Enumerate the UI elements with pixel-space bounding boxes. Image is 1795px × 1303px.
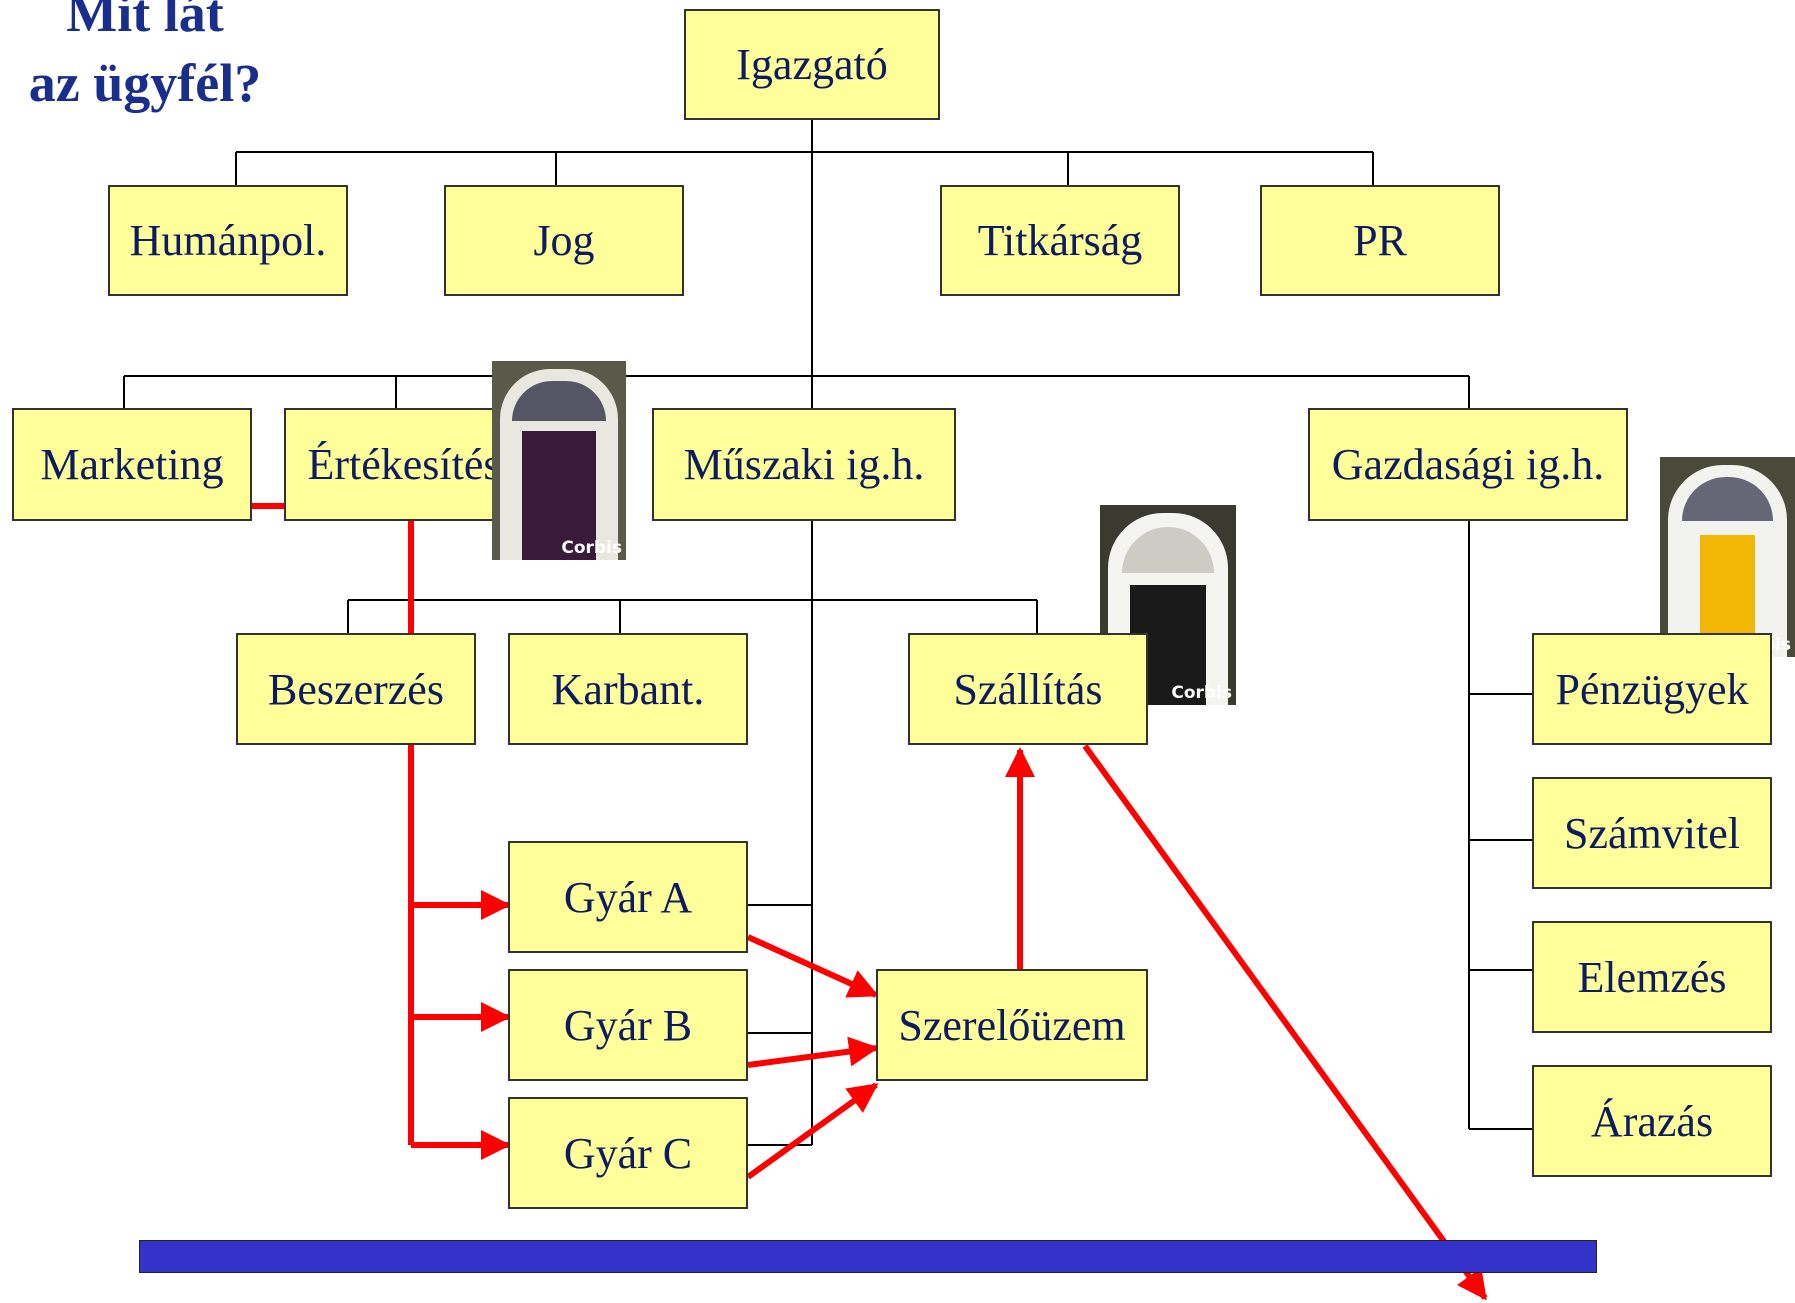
customer-base-bar [139, 1240, 1597, 1273]
node-marketing-label: Marketing [40, 440, 224, 489]
node-szereluzem-label: Szerelőüzem [898, 1000, 1126, 1050]
node-elemzes-label: Elemzés [1577, 952, 1727, 1002]
node-humanpol: Humánpol. [108, 185, 348, 296]
node-elemzes: Elemzés [1532, 921, 1772, 1033]
node-karbant: Karbant. [508, 633, 748, 745]
node-marketing: Marketing [12, 408, 252, 521]
node-gyar-b-label: Gyár B [563, 1000, 693, 1050]
node-muszaki-label: Műszaki ig.h. [683, 440, 925, 489]
node-beszerzes-label: Beszerzés [268, 664, 444, 714]
node-szereluzem: Szerelőüzem [876, 969, 1148, 1081]
node-pr: PR [1260, 185, 1500, 296]
hierarchy-lines [123, 120, 1532, 1146]
node-humanpol-label: Humánpol. [129, 216, 327, 265]
node-szallitas: Szállítás [908, 633, 1148, 745]
node-jog-label: Jog [533, 216, 595, 265]
node-gyar-c: Gyár C [508, 1097, 748, 1209]
slide-title-line2: az ügyfél? [28, 53, 262, 113]
flow-arrow-gyar-a-to-szereluzem [746, 934, 879, 998]
flow-arrow-gyar-c-to-szereluzem [746, 1082, 879, 1180]
flow-arrow-gyar-b-to-szereluzem [747, 1036, 879, 1068]
door-photo-1: Corbis [492, 361, 626, 560]
node-gyar-a-label: Gyár A [563, 872, 693, 922]
door-photo-1-watermark: Corbis [561, 538, 622, 558]
node-igazgato: Igazgató [684, 9, 940, 120]
node-szamvitel-label: Számvitel [1564, 808, 1740, 858]
slide-title-line1: Mit lát [66, 0, 224, 43]
node-gyar-b: Gyár B [508, 969, 748, 1081]
node-titkarsag-label: Titkárság [977, 216, 1143, 265]
node-gyar-c-label: Gyár C [563, 1128, 693, 1178]
node-pr-label: PR [1353, 216, 1407, 265]
node-muszaki: Műszaki ig.h. [652, 408, 956, 521]
node-szamvitel: Számvitel [1532, 777, 1772, 889]
door-photo-3: Corbis [1660, 457, 1795, 657]
node-szallitas-label: Szállítás [953, 664, 1103, 714]
node-penzugyek: Pénzügyek [1532, 633, 1772, 745]
node-arazas-label: Árazás [1590, 1096, 1714, 1146]
door-panel-purple [522, 431, 596, 560]
node-karbant-label: Karbant. [551, 664, 705, 714]
node-arazas: Árazás [1532, 1065, 1772, 1177]
node-ertekesites: Értékesítés [284, 408, 524, 521]
node-ertekesites-label: Értékesítés [307, 440, 501, 489]
slide-title: Mit lát az ügyfél? [0, 0, 290, 118]
node-jog: Jog [444, 185, 684, 296]
node-penzugyek-label: Pénzügyek [1555, 664, 1749, 714]
node-gazdasagi-label: Gazdasági ig.h. [1331, 440, 1605, 489]
node-beszerzes: Beszerzés [236, 633, 476, 745]
flow-arrow-szallitas-to-customer [1082, 744, 1488, 1301]
node-gazdasagi: Gazdasági ig.h. [1308, 408, 1628, 521]
node-titkarsag: Titkárság [940, 185, 1180, 296]
door-photo-2-watermark: Corbis [1171, 683, 1232, 703]
node-igazgato-label: Igazgató [736, 40, 888, 89]
node-gyar-a: Gyár A [508, 841, 748, 953]
customer-flow-arrows [124, 491, 1488, 1301]
